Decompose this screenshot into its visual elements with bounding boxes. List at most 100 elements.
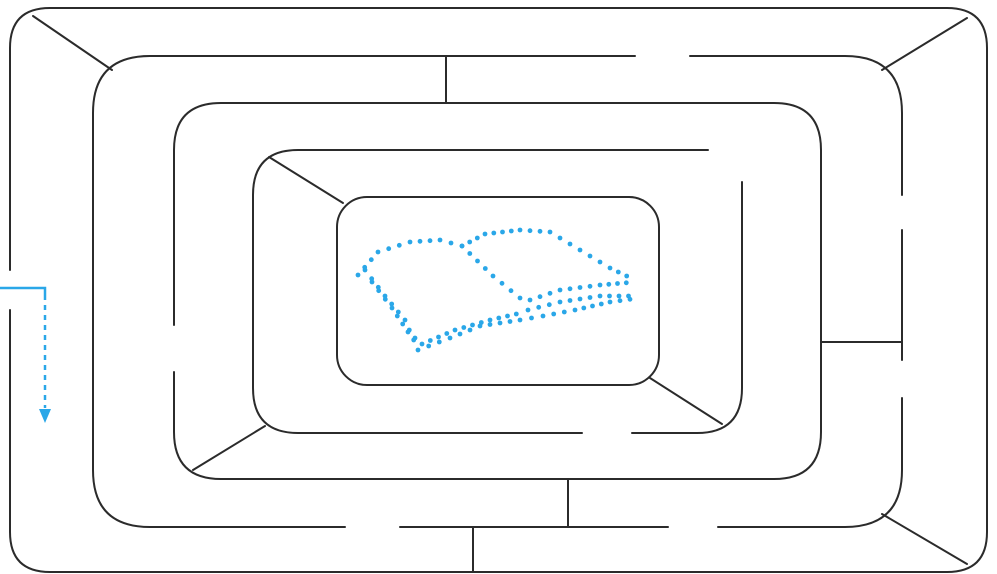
maze-ring-4-wall-right	[632, 182, 742, 433]
open-book-icon	[356, 228, 633, 353]
book-dot	[386, 246, 391, 251]
book-dot	[588, 254, 593, 259]
book-dot	[436, 335, 441, 340]
maze-connector-wall	[882, 18, 967, 70]
maze-connector-wall	[650, 378, 722, 424]
book-dot	[483, 232, 488, 237]
book-dot	[551, 312, 556, 317]
book-dot	[590, 304, 595, 309]
book-dot	[628, 297, 633, 302]
book-dot	[558, 288, 563, 293]
book-dot	[618, 298, 623, 303]
book-dot	[363, 268, 368, 273]
book-dot	[500, 230, 505, 235]
book-dot	[403, 318, 408, 323]
book-dot	[406, 330, 411, 335]
book-dot	[376, 288, 381, 293]
book-dot	[624, 274, 629, 279]
arrow-down-icon	[39, 409, 51, 423]
book-dot	[505, 314, 510, 319]
book-dot	[538, 229, 543, 234]
book-dot	[599, 302, 604, 307]
book-dot	[617, 294, 622, 299]
book-dot	[483, 266, 488, 271]
book-dot	[428, 238, 433, 243]
book-dot	[598, 294, 603, 299]
maze-connector-wall	[882, 514, 967, 564]
book-dot	[568, 242, 573, 247]
book-dot	[467, 251, 472, 256]
book-dot	[616, 270, 621, 275]
book-dot	[444, 331, 449, 336]
book-dot	[491, 231, 496, 236]
book-dot	[573, 308, 578, 313]
book-dot	[460, 244, 465, 249]
book-dot	[538, 294, 543, 299]
book-dot	[467, 240, 472, 245]
book-dot	[395, 314, 400, 319]
book-dot	[548, 230, 553, 235]
book-dot	[408, 240, 413, 245]
book-dot	[468, 328, 473, 333]
book-dot	[548, 291, 553, 296]
book-dot	[376, 250, 381, 255]
book-dot	[416, 348, 421, 353]
book-dot	[449, 241, 454, 246]
book-dot	[438, 238, 443, 243]
book-dot	[518, 228, 523, 233]
book-dot	[428, 338, 433, 343]
book-dot	[509, 288, 514, 293]
book-dot	[488, 322, 493, 327]
book-dot	[470, 323, 475, 328]
book-dot	[578, 297, 583, 302]
book-dot	[413, 336, 418, 341]
book-dot	[598, 260, 603, 265]
maze-connector-wall	[193, 426, 265, 470]
book-dot	[529, 316, 534, 321]
book-dot	[448, 336, 453, 341]
book-dot	[547, 302, 552, 307]
book-dot	[400, 322, 405, 327]
book-dot	[528, 228, 533, 233]
maze-connector-wall	[33, 16, 112, 70]
book-dot	[558, 300, 563, 305]
book-dot	[541, 314, 546, 319]
book-dot	[581, 306, 586, 311]
book-dot	[608, 300, 613, 305]
book-dot	[426, 344, 431, 349]
book-dot	[514, 312, 519, 317]
book-dot	[356, 273, 361, 278]
book-dot	[608, 266, 613, 271]
book-dot	[475, 259, 480, 264]
book-dot	[383, 297, 388, 302]
book-dot	[518, 318, 523, 323]
maze-ring-4-wall	[253, 150, 708, 433]
book-dot	[491, 274, 496, 279]
book-dot	[488, 318, 493, 323]
book-dot	[369, 257, 374, 262]
maze-center-room	[337, 197, 659, 385]
book-dot	[588, 295, 593, 300]
maze-connector-wall	[269, 157, 343, 203]
book-dot	[518, 296, 523, 301]
book-dot	[498, 321, 503, 326]
book-dot	[437, 340, 442, 345]
book-dot	[568, 298, 573, 303]
book-dot	[508, 319, 513, 324]
book-dot	[526, 308, 531, 313]
book-dot	[500, 281, 505, 286]
book-dot	[536, 305, 541, 310]
maze-ring-2-wall-top-right	[690, 56, 902, 195]
book-dot	[562, 310, 567, 315]
book-dot	[370, 280, 375, 285]
book-dot	[397, 243, 402, 248]
book-dot	[461, 325, 466, 330]
book-dot	[509, 229, 514, 234]
book-dot	[578, 248, 583, 253]
book-dot	[475, 236, 480, 241]
book-dot	[396, 310, 401, 315]
maze-ring-2-wall-bottom-right	[718, 398, 902, 527]
book-dot	[420, 342, 425, 347]
book-dot	[528, 298, 533, 303]
book-dot	[624, 280, 629, 285]
